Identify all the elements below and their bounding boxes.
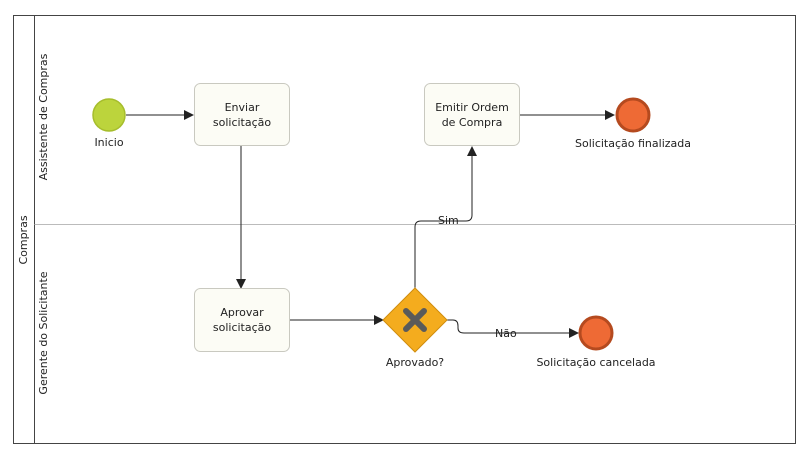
task-aprovar-solicitacao[interactable]: Aprovar solicitação — [194, 288, 290, 352]
task-aprovar-line2: solicitação — [213, 321, 272, 334]
task-emitir-ordem[interactable]: Emitir Ordem de Compra — [424, 83, 520, 146]
flow-gateway-no[interactable] — [447, 319, 579, 338]
flow-gateway-yes[interactable] — [414, 146, 477, 288]
end-event-cancelada-circle — [578, 315, 614, 351]
gateway-label: Aprovado? — [386, 356, 444, 369]
task-emitir-line1: Emitir Ordem — [435, 101, 509, 114]
end-event-finalizada-circle — [615, 97, 651, 133]
start-event[interactable]: Inicio — [92, 98, 126, 149]
task-enviar-line1: Enviar — [225, 101, 260, 114]
pool-label: Compras — [17, 215, 30, 264]
x-icon — [403, 308, 427, 332]
task-enviar-solicitacao[interactable]: Enviar solicitação — [194, 83, 290, 146]
start-event-label: Inicio — [94, 136, 123, 149]
task-emitir-line2: de Compra — [442, 116, 503, 129]
end-event-finalizada-label: Solicitação finalizada — [575, 137, 691, 150]
start-event-circle — [92, 98, 126, 132]
task-enviar-line2: solicitação — [213, 116, 272, 129]
exclusive-gateway[interactable]: Aprovado? — [382, 287, 448, 369]
task-aprovar-line1: Aprovar — [220, 306, 264, 319]
lane-label-gerente: Gerente do Solicitante — [37, 271, 50, 394]
lane-gerente: Gerente do Solicitante — [37, 271, 50, 394]
end-event-cancelada[interactable]: Solicitação cancelada — [536, 315, 656, 369]
flow-yes-label: Sim — [438, 214, 459, 227]
sequence-flows: Sim Não — [126, 110, 615, 340]
end-event-finalizada[interactable]: Solicitação finalizada — [575, 97, 691, 150]
flow-no-label: Não — [495, 327, 517, 340]
pool: Compras — [13, 15, 796, 444]
end-event-cancelada-label: Solicitação cancelada — [536, 356, 655, 369]
lane-label-assistente: Assistente de Compras — [37, 53, 50, 180]
